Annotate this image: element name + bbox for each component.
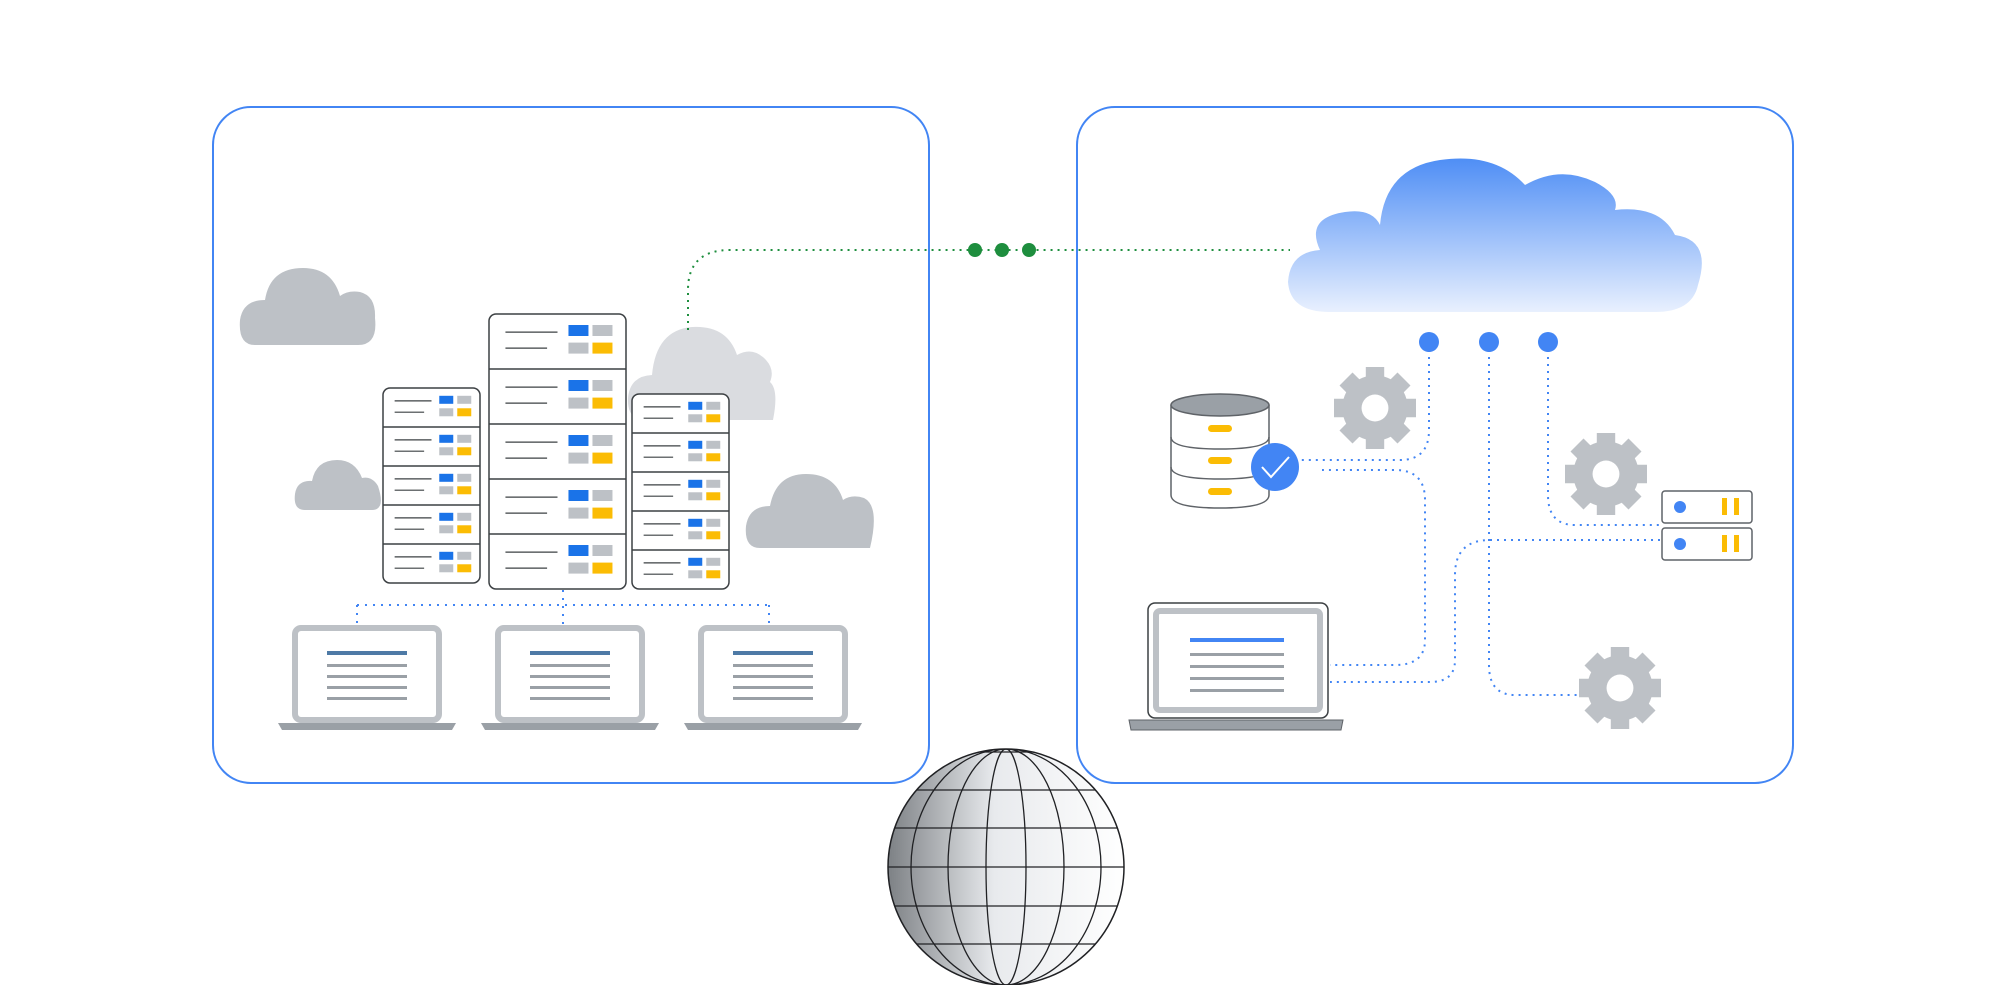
cloud-endpoint-dot xyxy=(1538,332,1558,352)
server-racks xyxy=(382,313,730,590)
server-unit xyxy=(643,401,721,423)
laptop-icon xyxy=(1128,602,1344,731)
laptop-icon xyxy=(278,625,456,730)
cloud-endpoint-dot xyxy=(1419,332,1439,352)
gear-icon xyxy=(1565,433,1647,515)
interconnect-dot xyxy=(995,243,1009,257)
laptop-icon xyxy=(481,625,659,730)
laptop-icon xyxy=(684,625,862,730)
check-badge-icon xyxy=(1251,443,1299,491)
cloud-icon xyxy=(745,474,874,548)
gear-icon xyxy=(1334,367,1416,449)
server-unit xyxy=(632,510,729,540)
server-unit xyxy=(383,543,480,573)
cloud-icon xyxy=(239,268,376,345)
server-unit xyxy=(505,325,613,354)
globe-icon xyxy=(887,748,1125,985)
cloud-endpoint-dot xyxy=(1479,332,1499,352)
server-unit xyxy=(632,432,729,462)
server-unit xyxy=(383,504,480,534)
server-unit xyxy=(489,478,626,519)
gears xyxy=(1334,367,1661,729)
server-rack-icon xyxy=(631,393,730,590)
server-unit xyxy=(489,368,626,409)
server-rack-icon xyxy=(382,387,481,584)
server-unit xyxy=(489,423,626,464)
server-unit xyxy=(632,471,729,501)
storage-unit xyxy=(1661,527,1753,561)
on-premises-panel xyxy=(212,106,930,784)
database-icon xyxy=(1170,393,1270,509)
server-unit xyxy=(489,533,626,574)
server-unit xyxy=(383,465,480,495)
server-unit xyxy=(383,426,480,456)
server-unit xyxy=(632,549,729,579)
public-cloud-icon xyxy=(1288,158,1702,312)
server-unit xyxy=(394,395,472,417)
laptop-connectors xyxy=(356,590,770,625)
cloud-panel xyxy=(1076,106,1794,784)
interconnect-dot xyxy=(968,243,982,257)
cloud-icon xyxy=(294,460,381,510)
gear-icon xyxy=(1579,647,1661,729)
interconnect-dot xyxy=(1022,243,1036,257)
interconnect-link xyxy=(687,243,1290,330)
laptops xyxy=(278,625,862,730)
cloud-connectors xyxy=(1295,343,1660,696)
server-rack-icon xyxy=(488,313,627,590)
storage-unit xyxy=(1661,490,1753,524)
